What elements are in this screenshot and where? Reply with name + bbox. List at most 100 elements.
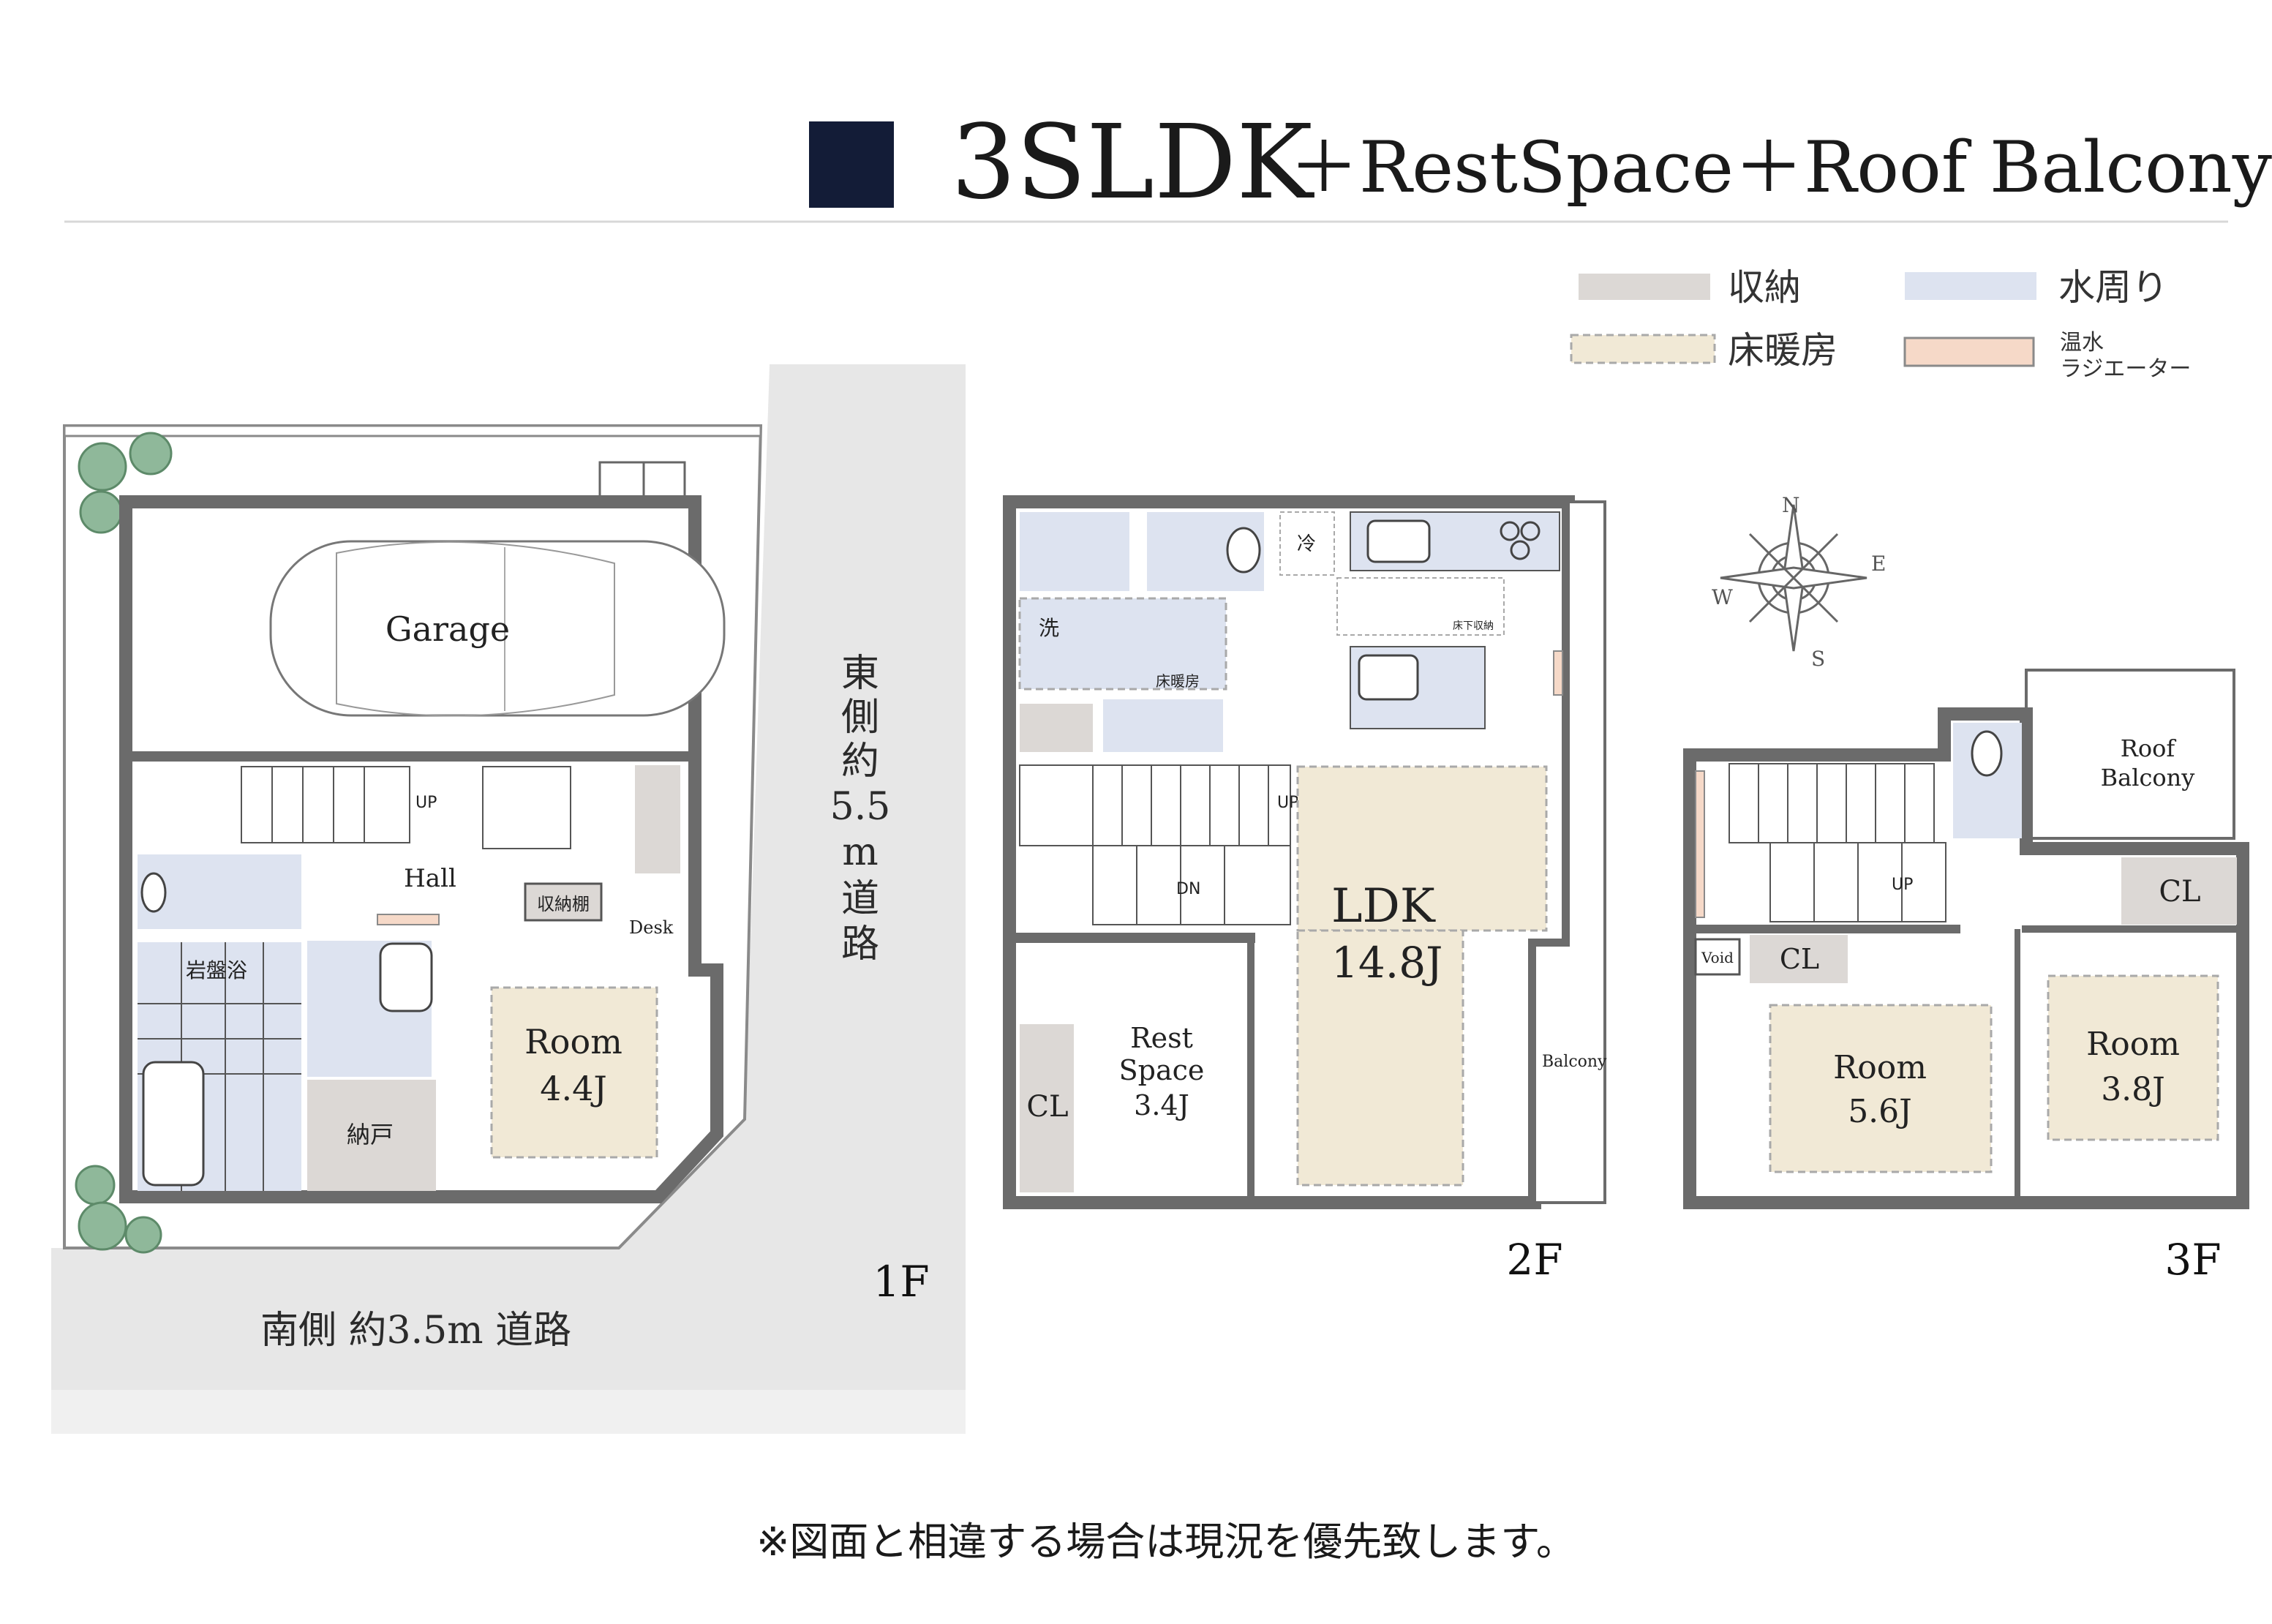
up-label-3f: UP bbox=[1892, 876, 1913, 894]
east-road-char-5: m bbox=[842, 830, 878, 874]
bath-label: 岩盤浴 bbox=[186, 958, 247, 982]
room-3-8 bbox=[2047, 974, 2219, 1141]
compass-n: N bbox=[1782, 493, 1800, 517]
room-4-4 bbox=[490, 986, 658, 1159]
stairs-1f bbox=[241, 766, 571, 849]
title-square bbox=[809, 121, 894, 208]
nando-label: 納戸 bbox=[347, 1121, 394, 1149]
up-label-2f: UP bbox=[1277, 794, 1298, 812]
toilet-3f-icon bbox=[1971, 730, 2003, 777]
rest-space-line2: Space bbox=[1119, 1054, 1205, 1086]
desk-label: Desk bbox=[629, 917, 674, 938]
legend-radiator-swatch bbox=[1903, 337, 2035, 367]
header: 3SLDK ＋RestSpace＋Roof Balcony bbox=[64, 103, 2272, 223]
east-road-char-2: 側 bbox=[841, 696, 879, 740]
legend-radiator-line2: ラジエーター bbox=[2060, 356, 2191, 382]
ldk-name: LDK bbox=[1331, 879, 1436, 933]
closet-1f bbox=[635, 765, 680, 873]
legend-water: 水周り bbox=[2058, 266, 2168, 309]
ldk-floor-heating-lower bbox=[1296, 929, 1464, 1187]
bathtub-icon bbox=[142, 1061, 205, 1187]
compass-w: W bbox=[1712, 585, 1733, 609]
ldk-floor-heating-upper bbox=[1296, 765, 1548, 932]
closet-2f bbox=[1020, 1024, 1074, 1192]
east-road-char-4: 5.5 bbox=[830, 785, 891, 829]
underfloor-label: 床下収納 bbox=[1453, 620, 1494, 632]
toilet-icon bbox=[140, 872, 167, 913]
washer-label: 洗 bbox=[1039, 616, 1059, 640]
stove-icon bbox=[1500, 521, 1541, 560]
washroom-2f bbox=[1018, 597, 1227, 691]
dn-label-2f: DN bbox=[1176, 880, 1200, 898]
room-5-6-size: 5.6J bbox=[1848, 1093, 1912, 1130]
closet-3f-right-label: CL bbox=[2159, 875, 2200, 909]
closet-3f-right bbox=[2121, 857, 2237, 925]
compass-s: S bbox=[1811, 647, 1825, 671]
balcony-2f-label: Balcony bbox=[1542, 1053, 1607, 1071]
radiator-2f bbox=[1553, 650, 1563, 696]
sink-icon bbox=[379, 942, 433, 1012]
room-3-8-name: Room bbox=[2086, 1026, 2180, 1063]
storage-2f-small bbox=[1020, 704, 1093, 752]
roof-balcony-area bbox=[2025, 669, 2235, 840]
floor-3f: Roof Balcony UP CL CL Void Room 5.6J bbox=[1683, 669, 2249, 1285]
fridge-label: 冷 bbox=[1297, 533, 1316, 555]
room-5-6-name: Room bbox=[1833, 1049, 1927, 1086]
title-rest: ＋RestSpace＋Roof Balcony bbox=[1289, 127, 2272, 208]
garage-label: Garage bbox=[385, 609, 510, 649]
roads: 東 側 約 5.5 m 道 路 南側 約3.5m 道路 bbox=[51, 364, 966, 1434]
stairs-2f bbox=[1019, 764, 1291, 925]
floor-label-1f: 1F bbox=[873, 1257, 929, 1307]
closet-2f-label: CL bbox=[1026, 1090, 1068, 1124]
hall-label: Hall bbox=[404, 864, 456, 893]
room-3-8-size: 3.8J bbox=[2101, 1071, 2165, 1108]
up-label-1f: UP bbox=[415, 794, 437, 812]
legend-radiator-line1: 温水 bbox=[2060, 330, 2104, 356]
rest-space-size: 3.4J bbox=[1134, 1089, 1189, 1121]
shower-2f bbox=[1020, 512, 1129, 591]
radiator-1f bbox=[377, 914, 440, 925]
room-4-4-size: 4.4J bbox=[540, 1069, 607, 1108]
legend-storage-swatch bbox=[1579, 274, 1710, 300]
island-sink-icon bbox=[1358, 654, 1419, 701]
legend-water-swatch bbox=[1905, 272, 2036, 300]
floor-2f: 洗 床暖房 冷 床下収納 UP DN LDK 14.8J bbox=[1003, 495, 1607, 1285]
compass-e: E bbox=[1871, 552, 1886, 576]
sink-area-2f bbox=[1103, 699, 1223, 752]
radiator-3f bbox=[1695, 770, 1705, 918]
east-road bbox=[51, 364, 966, 1434]
closet-3f-mid bbox=[1750, 935, 1848, 983]
storage-shelf-label: 収納棚 bbox=[537, 894, 590, 914]
toilet-2f-icon bbox=[1226, 527, 1261, 574]
fridge-space bbox=[1279, 511, 1335, 576]
rest-space-line1: Rest bbox=[1130, 1022, 1193, 1054]
kitchen-sink-icon bbox=[1366, 519, 1431, 563]
void-label: Void bbox=[1701, 949, 1734, 966]
legend-floor-heating-swatch bbox=[1570, 334, 1716, 364]
meter-box-icon bbox=[598, 461, 645, 499]
tree-icon bbox=[75, 432, 173, 1254]
void-3f bbox=[1694, 938, 1741, 976]
boundary-wall-top bbox=[63, 424, 762, 437]
room-4-4-name: Room bbox=[524, 1022, 622, 1061]
floor-label-3f: 3F bbox=[2164, 1235, 2221, 1285]
legend: 収納 水周り 床暖房 温水 ラジエーター bbox=[1570, 266, 2191, 382]
underfloor-storage bbox=[1336, 577, 1505, 636]
nando-1f bbox=[307, 1080, 436, 1191]
east-road-char-7: 路 bbox=[841, 922, 879, 966]
car-icon bbox=[269, 540, 726, 717]
floor-heating-note: 床暖房 bbox=[1156, 672, 1200, 690]
floor-label-2f: 2F bbox=[1506, 1235, 1562, 1285]
drain-grate-icon bbox=[642, 461, 686, 499]
legend-storage: 収納 bbox=[1728, 266, 1801, 309]
compass-icon bbox=[1720, 504, 1867, 652]
closet-3f-mid-label: CL bbox=[1780, 943, 1819, 975]
floor-1f: Garage 岩盤浴 納戸 収納棚 UP Hall Desk Ro bbox=[63, 424, 930, 1307]
roof-balcony-line1: Roof bbox=[2121, 734, 2177, 762]
title-main: 3SLDK bbox=[951, 103, 1314, 222]
east-road-label: 東 側 約 5.5 m 道 路 bbox=[830, 652, 891, 966]
stairs-3f bbox=[1729, 763, 1946, 922]
storage-shelf-1f bbox=[524, 882, 603, 922]
balcony-2f-outline bbox=[1533, 500, 1606, 1204]
